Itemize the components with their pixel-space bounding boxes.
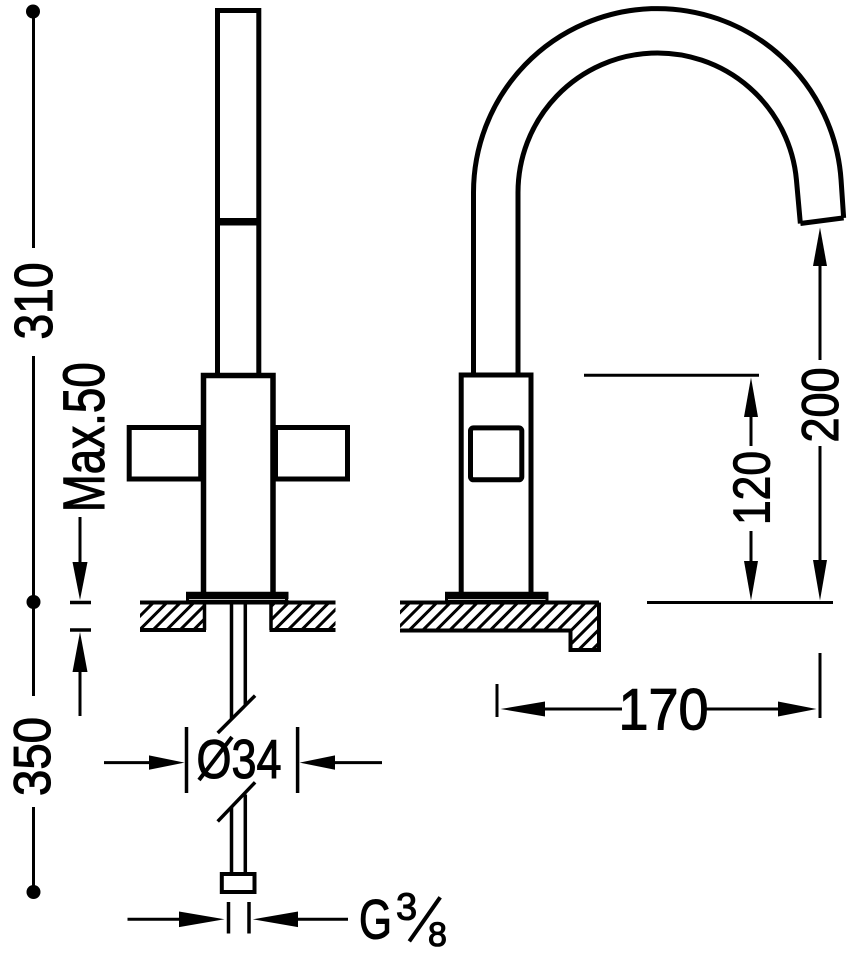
svg-text:O34: O34 [197,728,282,790]
svg-text:8: 8 [428,916,447,954]
svg-text:350: 350 [4,717,62,796]
svg-text:Max.50: Max.50 [52,362,117,512]
svg-text:G: G [359,887,392,950]
svg-text:200: 200 [792,368,850,443]
svg-text:3: 3 [396,887,417,929]
svg-text:170: 170 [619,678,709,743]
svg-text:120: 120 [724,451,782,525]
svg-text:310: 310 [4,263,64,340]
